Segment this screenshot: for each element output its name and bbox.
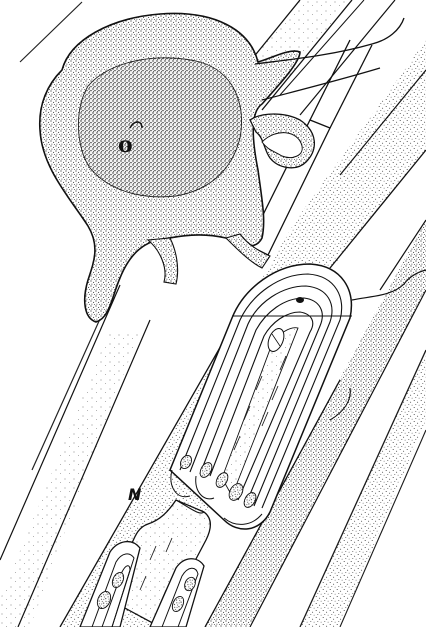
cell-body-label: o [118,132,133,158]
node-label: N [128,485,142,504]
